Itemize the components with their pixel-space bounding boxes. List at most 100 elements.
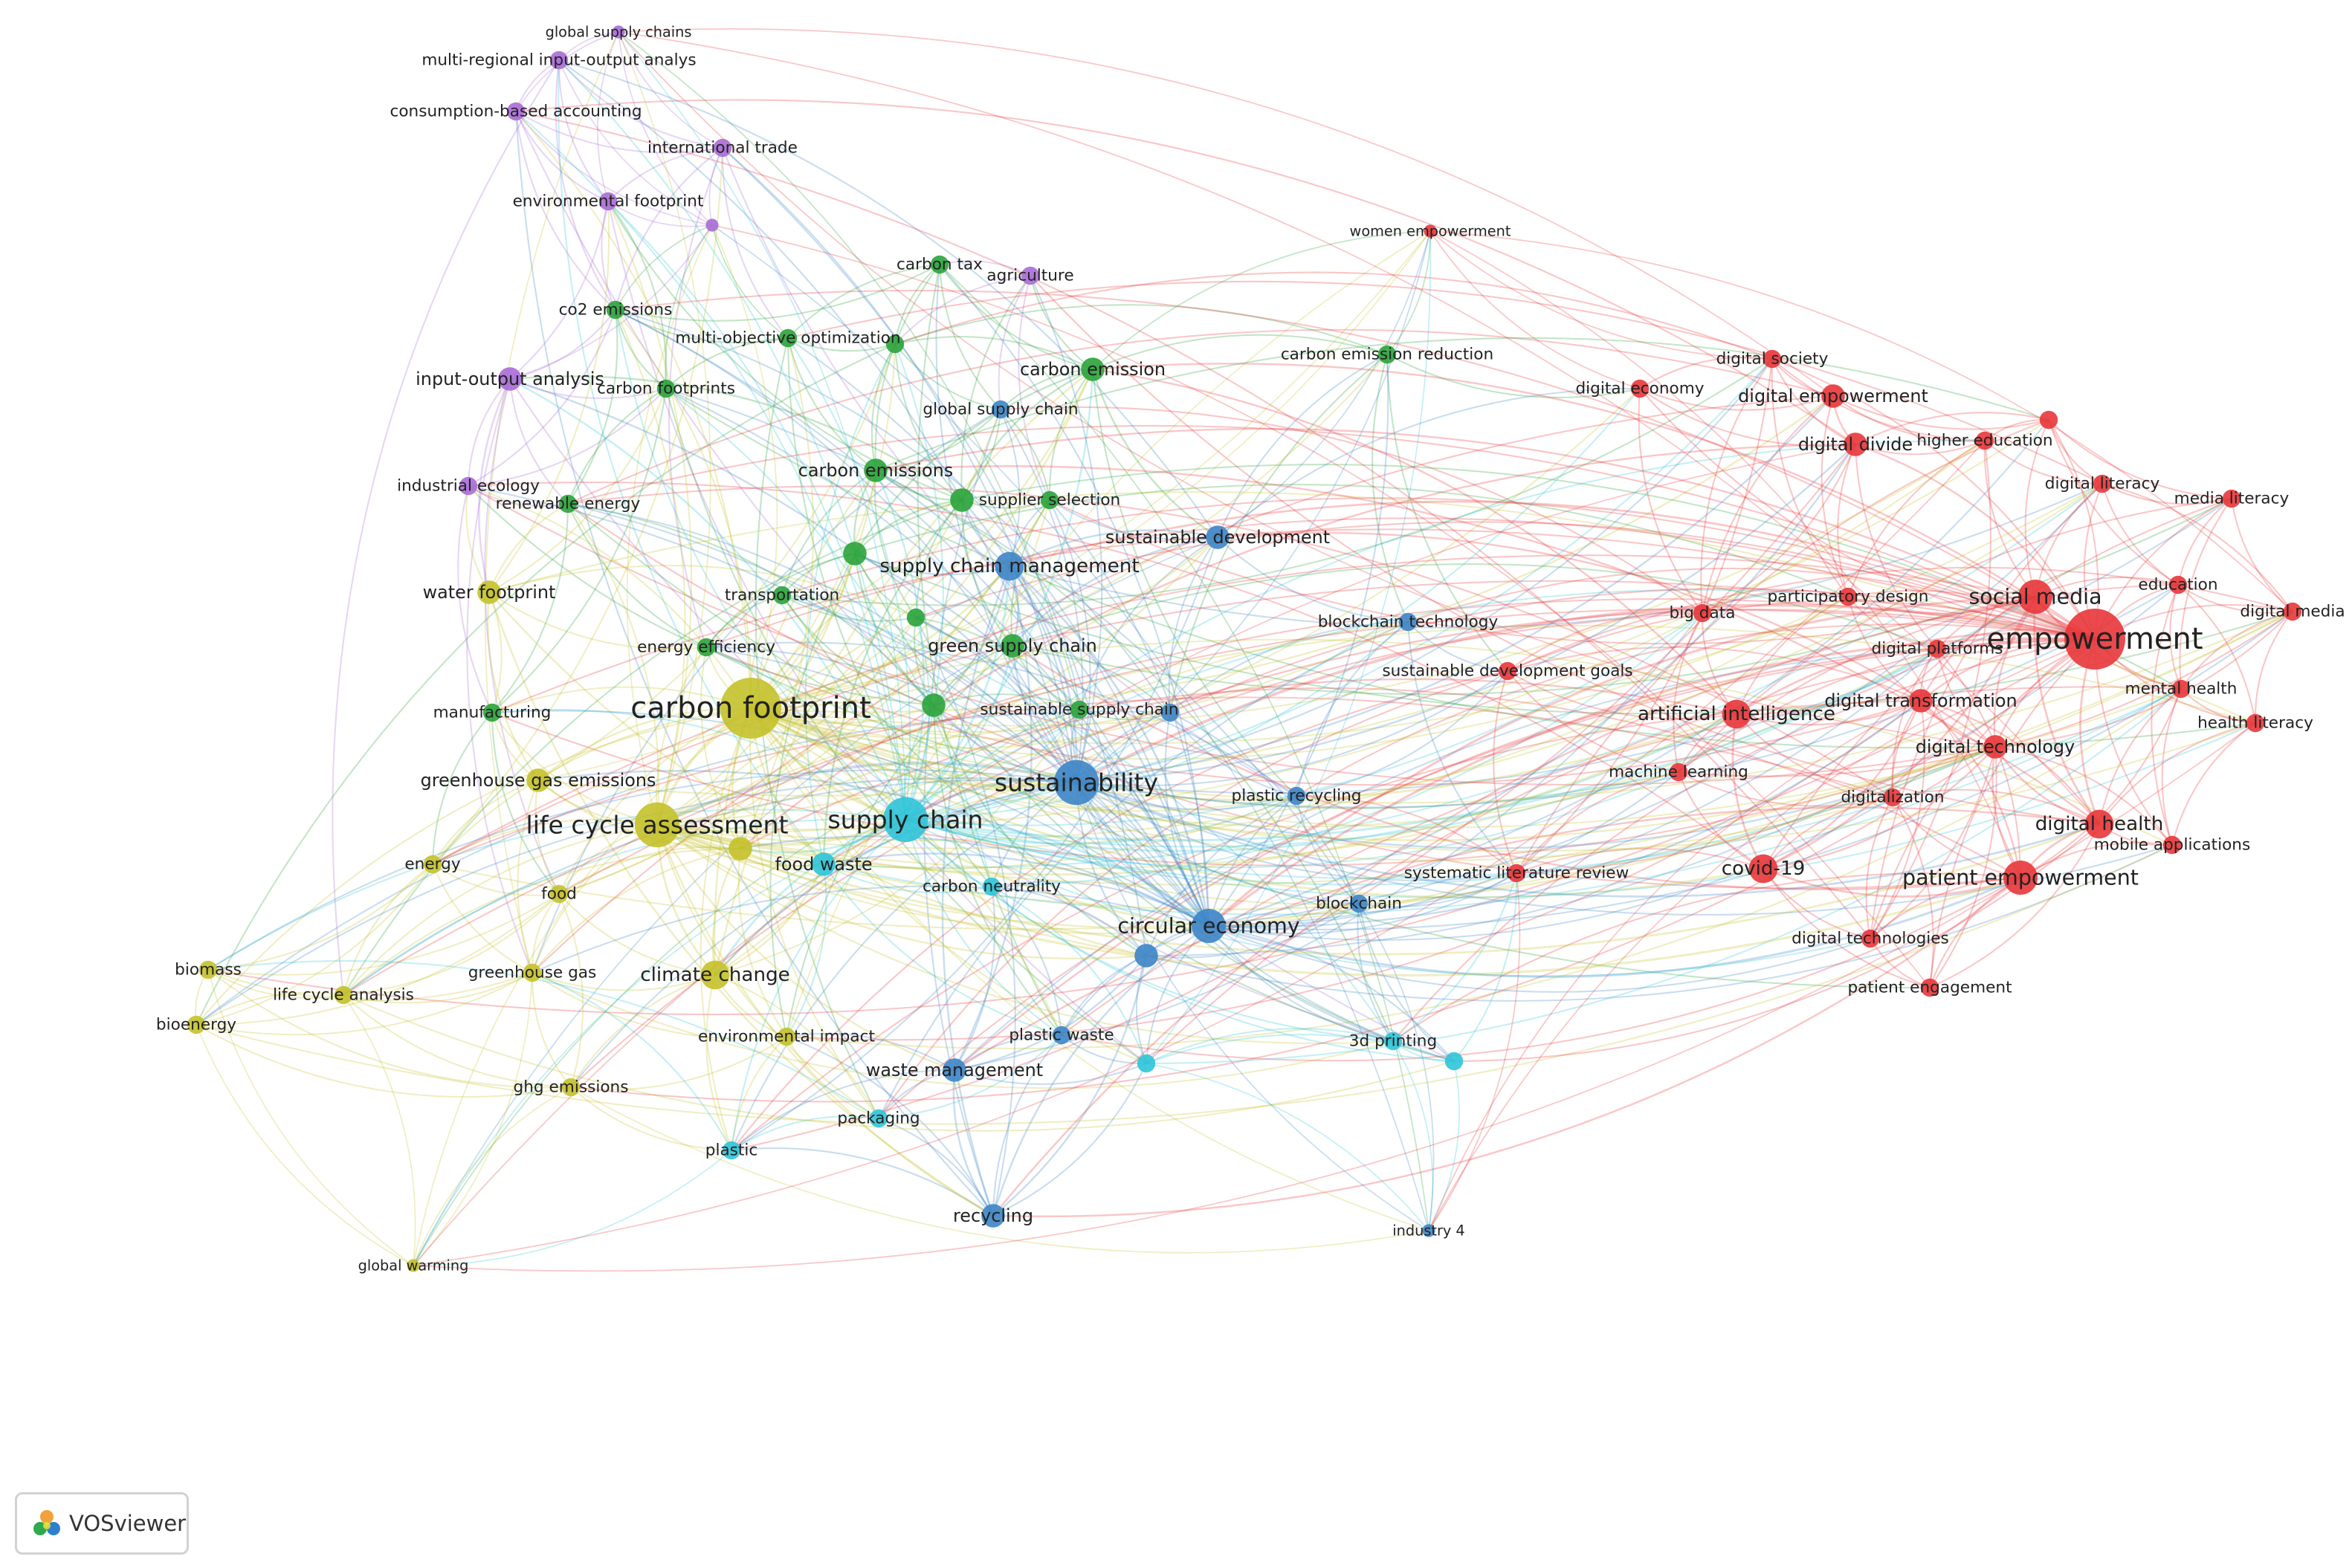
label-input-output-analysis[interactable]: input-output analysis — [416, 369, 604, 389]
label-global-warming[interactable]: global warming — [358, 1257, 469, 1274]
label-3d-printing[interactable]: 3d printing — [1349, 1032, 1437, 1051]
node-supply-chain-management[interactable] — [995, 551, 1024, 581]
label-blockchain-technology[interactable]: blockchain technology — [1318, 613, 1499, 632]
node-plastic-waste[interactable] — [1052, 1026, 1071, 1045]
node-energy-efficiency[interactable] — [697, 638, 716, 657]
node-green-unlabeled-4[interactable] — [906, 608, 925, 627]
label-global-supply-chain[interactable]: global supply chain — [923, 401, 1078, 419]
node-food[interactable] — [549, 884, 569, 904]
node-digital-society[interactable] — [1763, 349, 1782, 369]
label-supplier-selection[interactable]: supplier selection — [979, 491, 1120, 510]
node-green-supply-chain[interactable] — [1001, 634, 1024, 658]
label-green-supply-chain[interactable]: green supply chain — [928, 635, 1097, 656]
label-big-data[interactable]: big data — [1670, 604, 1736, 623]
node-environmental-footprint[interactable] — [598, 192, 618, 211]
node-input-output-analysis[interactable] — [498, 367, 522, 391]
node-carbon-footprint[interactable] — [720, 678, 781, 739]
label-industry-4[interactable]: industry 4 — [1392, 1222, 1464, 1240]
node-empowerment[interactable] — [2064, 609, 2125, 670]
node-consumption-based-accounting[interactable] — [506, 102, 526, 121]
node-climate-change[interactable] — [700, 960, 730, 990]
label-carbon-footprints[interactable]: carbon footprints — [597, 380, 735, 398]
node-global-supply-chain[interactable] — [991, 400, 1010, 419]
label-women-empowerment[interactable]: women empowerment — [1350, 223, 1511, 240]
node-big-data[interactable] — [1693, 603, 1712, 623]
node-global-warming[interactable] — [407, 1259, 420, 1272]
node-industry-4[interactable] — [1422, 1224, 1435, 1237]
label-carbon-neutrality[interactable]: carbon neutrality — [923, 878, 1061, 896]
label-digital-platforms[interactable]: digital platforms — [1872, 640, 2003, 658]
node-patient-empowerment[interactable] — [2003, 861, 2038, 895]
label-mental-health[interactable]: mental health — [2125, 680, 2238, 699]
label-energy-efficiency[interactable]: energy efficiency — [637, 638, 775, 657]
label-renewable-energy[interactable]: renewable energy — [496, 495, 641, 514]
node-yellow-unlabeled[interactable] — [728, 837, 752, 861]
node-sustainable-development-goals[interactable] — [1498, 661, 1517, 681]
node-supplier-selection[interactable] — [1040, 490, 1059, 510]
label-international-trade[interactable]: international trade — [647, 139, 798, 158]
node-global-supply-chains[interactable] — [612, 25, 625, 39]
label-covid-19[interactable]: covid-19 — [1722, 858, 1806, 880]
node-supply-chain[interactable] — [882, 797, 928, 843]
node-circular-economy[interactable] — [1192, 909, 1226, 943]
node-carbon-emissions[interactable] — [864, 459, 888, 482]
node-participatory-design[interactable] — [1838, 587, 1858, 606]
node-women-empowerment[interactable] — [1424, 224, 1437, 238]
label-sustainable-supply-chain[interactable]: sustainable supply chain — [980, 701, 1178, 719]
node-carbon-emission[interactable] — [1081, 357, 1105, 381]
label-sustainable-development-goals[interactable]: sustainable development goals — [1382, 662, 1632, 681]
node-packaging[interactable] — [869, 1109, 888, 1128]
node-carbon-emission-reduction[interactable] — [1377, 345, 1397, 364]
label-waste-management[interactable]: waste management — [866, 1060, 1043, 1081]
label-mrio[interactable]: multi-regional input-output analys — [421, 51, 696, 70]
label-sustainability[interactable]: sustainability — [995, 768, 1158, 797]
label-environmental-impact[interactable]: environmental impact — [698, 1028, 875, 1046]
label-patient-empowerment[interactable]: patient empowerment — [1902, 866, 2139, 890]
node-green-unlabeled-5[interactable] — [922, 693, 946, 717]
node-machine-learning[interactable] — [1669, 762, 1688, 782]
node-mobile-applications[interactable] — [2162, 835, 2182, 855]
label-co2-emissions[interactable]: co2 emissions — [559, 301, 673, 320]
label-greenhouse-gas-emissions[interactable]: greenhouse gas emissions — [421, 770, 656, 791]
label-multi-objective-optimization[interactable]: multi-objective optimization — [675, 329, 900, 348]
node-sustainable-supply-chain[interactable] — [1070, 700, 1089, 719]
node-3d-printing[interactable] — [1383, 1031, 1403, 1051]
label-blockchain[interactable]: blockchain — [1316, 895, 1402, 913]
label-digital-technologies[interactable]: digital technologies — [1792, 930, 1949, 948]
node-digital-literacy[interactable] — [2093, 474, 2112, 493]
node-co2-emissions[interactable] — [606, 300, 625, 320]
label-media-literacy[interactable]: media literacy — [2174, 490, 2290, 508]
node-carbon-tax[interactable] — [930, 255, 949, 274]
vosviewer-badge[interactable]: VOSviewer — [15, 1492, 189, 1555]
node-green-unlabeled-2[interactable] — [950, 488, 974, 512]
label-water-footprint[interactable]: water footprint — [423, 582, 556, 603]
node-cyan-unlabeled-2[interactable] — [1444, 1052, 1464, 1071]
node-plastic-recycling[interactable] — [1287, 786, 1306, 806]
node-blue-unlabeled-2[interactable] — [1134, 944, 1158, 968]
node-industrial-ecology[interactable] — [459, 476, 478, 496]
label-digital-transformation[interactable]: digital transformation — [1824, 690, 2017, 711]
node-digital-technologies[interactable] — [1861, 929, 1880, 948]
node-transportation[interactable] — [772, 586, 792, 605]
label-climate-change[interactable]: climate change — [640, 964, 790, 986]
label-food-waste[interactable]: food waste — [775, 854, 872, 875]
label-empowerment[interactable]: empowerment — [1986, 622, 2203, 656]
label-patient-engagement[interactable]: patient engagement — [1847, 979, 2012, 997]
node-international-trade[interactable] — [713, 138, 732, 158]
label-digital-society[interactable]: digital society — [1716, 350, 1829, 369]
node-mrio[interactable] — [549, 51, 569, 70]
label-plastic-waste[interactable]: plastic waste — [1009, 1026, 1114, 1045]
node-systematic-literature-review[interactable] — [1507, 864, 1526, 883]
node-digital-platforms[interactable] — [1928, 639, 1947, 658]
node-sustainability[interactable] — [1053, 759, 1099, 806]
label-systematic-literature-review[interactable]: systematic literature review — [1404, 864, 1629, 883]
node-digital-empowerment[interactable] — [1821, 384, 1845, 408]
label-carbon-footprint[interactable]: carbon footprint — [630, 691, 871, 725]
node-food-waste[interactable] — [812, 852, 836, 876]
label-higher-education[interactable]: higher education — [1916, 432, 2052, 450]
node-water-footprint[interactable] — [477, 580, 501, 604]
node-environmental-impact[interactable] — [777, 1027, 796, 1046]
node-waste-management[interactable] — [943, 1058, 966, 1082]
node-green-unlabeled-1[interactable] — [885, 334, 905, 354]
node-artificial-intelligence[interactable] — [1722, 699, 1751, 729]
